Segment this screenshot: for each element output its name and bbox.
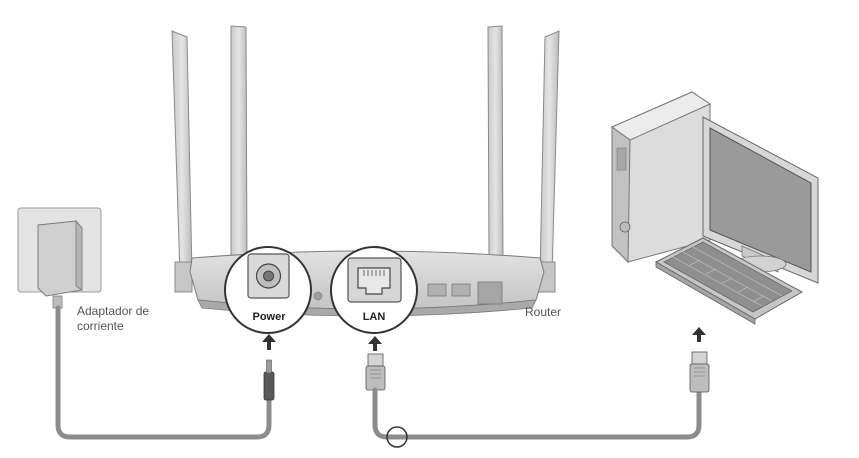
ethernet-plug-icon [689, 351, 710, 393]
arrow-up-icon [262, 334, 276, 350]
keyboard-icon [654, 237, 804, 325]
power-adapter-icon [17, 207, 102, 309]
arrow-up-icon [692, 327, 706, 342]
router-label: Router [525, 305, 562, 319]
dc-plug-icon [263, 359, 275, 401]
ethernet-port-icon [330, 246, 418, 334]
adapter-label-line1: Adaptador de [77, 304, 150, 318]
adapter-label-line2: corriente [77, 319, 124, 333]
arrow-up-icon [368, 336, 382, 351]
power-port-label: Power [252, 311, 286, 323]
power-jack-icon [224, 246, 312, 334]
power-cable [55, 305, 272, 440]
ethernet-cable [372, 387, 702, 440]
desktop-computer-icon [610, 91, 819, 284]
cable-ring-icon [386, 426, 408, 448]
lan-port-label: LAN [362, 311, 386, 323]
ethernet-plug-icon [365, 353, 386, 391]
